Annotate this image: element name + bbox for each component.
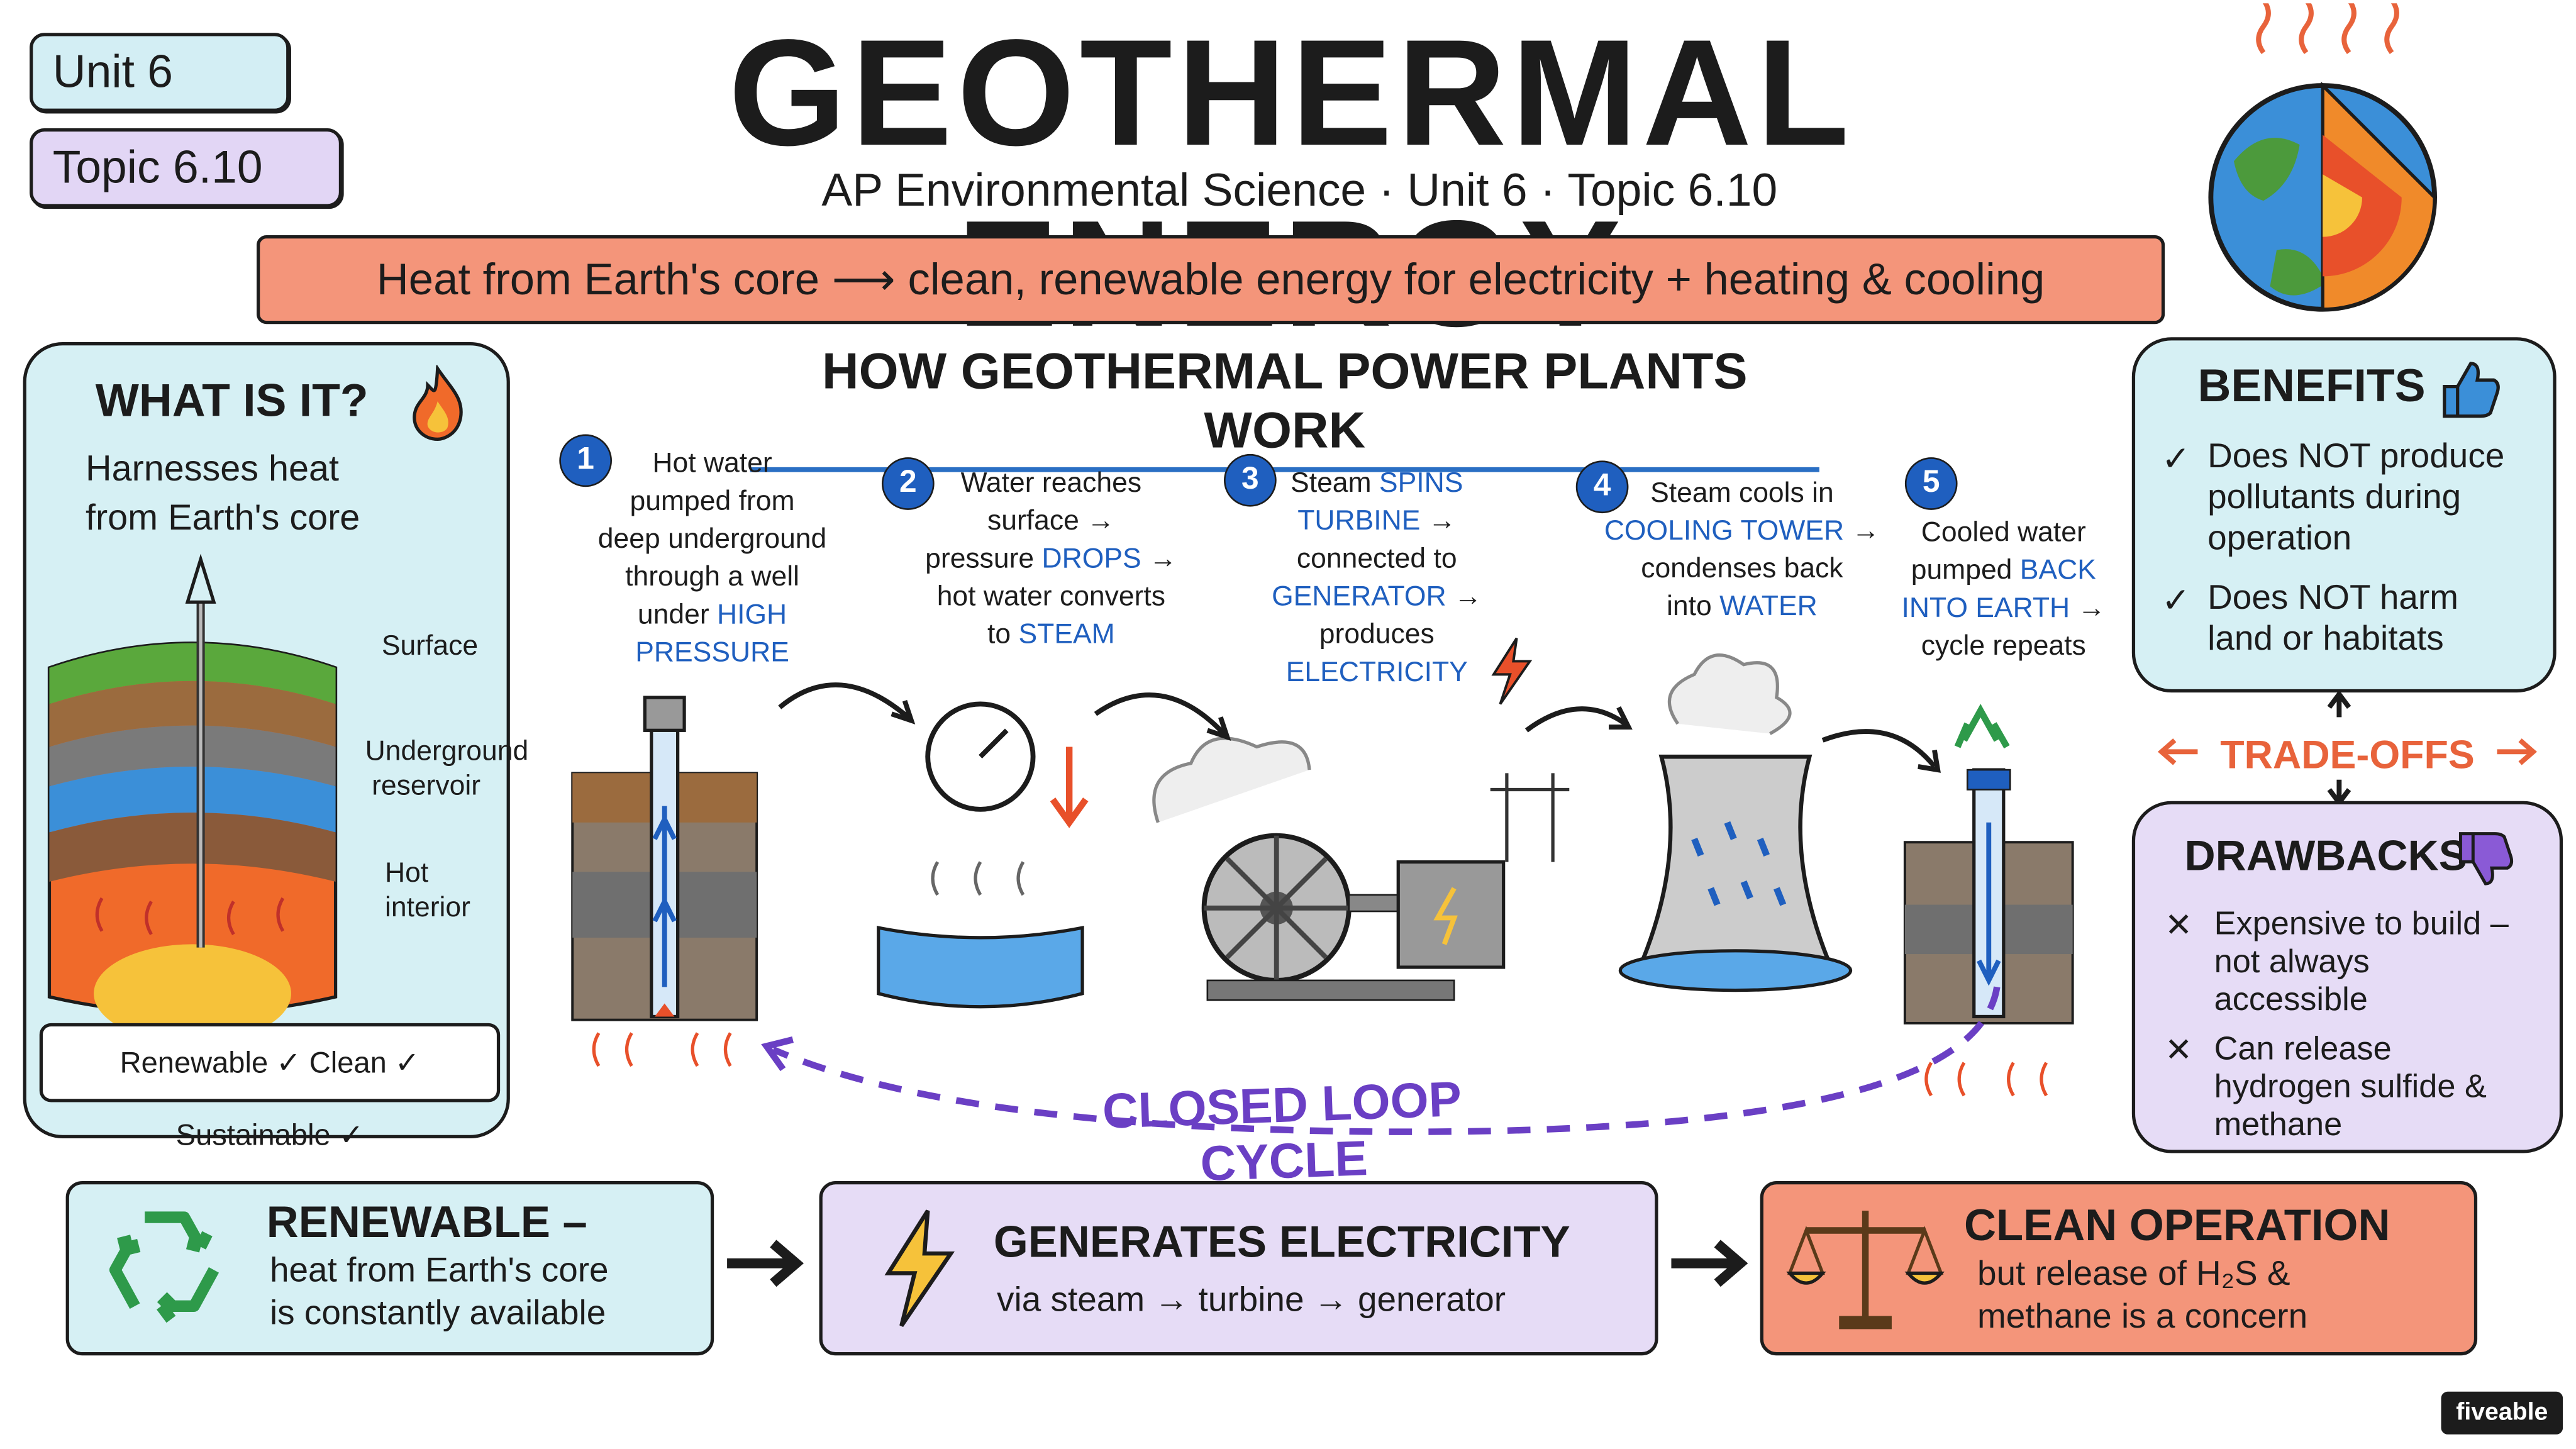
summary-renewable-line-2: is constantly available xyxy=(269,1294,606,1333)
earth-core-icon xyxy=(2208,3,2438,312)
drawbacks-panel: DRAWBACKS ✕ Expensive to build – not alw… xyxy=(2131,801,2563,1153)
benefit-item-2: Does NOT harm land or habitats xyxy=(2207,579,2459,658)
thumbs-up-icon xyxy=(2443,362,2500,418)
summary-renewable-line-1: heat from Earth's core xyxy=(269,1252,609,1290)
unit-tag: Unit 6 xyxy=(30,33,290,112)
step-1-text: Hot water pumped from deep underground t… xyxy=(597,447,827,668)
earth-layers-illustration xyxy=(47,553,338,1030)
topic-tag: Topic 6.10 xyxy=(30,128,343,208)
benefits-panel: BENEFITS ✓ Does NOT produce pollutants d… xyxy=(2131,337,2557,693)
summary-clean-operation: CLEAN OPERATION but release of H₂S & met… xyxy=(1760,1181,2478,1356)
drawback-item-2: Can release hydrogen sulfide & methane xyxy=(2214,1031,2487,1143)
label-surface: Surface xyxy=(381,630,479,662)
brand-logo: fiveable xyxy=(2441,1391,2563,1435)
tradeoff-arrows xyxy=(2157,691,2537,806)
arrow-right-icon xyxy=(1671,1240,1748,1287)
balance-scale-icon xyxy=(1786,1211,1945,1330)
what-is-it-panel: WHAT IS IT? Harnesses heat from Earth's … xyxy=(23,342,528,1152)
step-3-text: Steam SPINS TURBINE → connected to GENER… xyxy=(1272,467,1482,688)
label-reservoir-2: reservoir xyxy=(372,770,481,801)
summary-renewable: RENEWABLE – heat from Earth's core is co… xyxy=(65,1181,714,1356)
step-2-text: Water reaches surface → pressure DROPS →… xyxy=(925,467,1177,650)
pressure-gauge-illustration xyxy=(877,701,1089,1009)
step-5-number: 5 xyxy=(1904,457,1958,510)
step-1-number: 1 xyxy=(559,434,613,487)
summary-clean-title: CLEAN OPERATION xyxy=(1964,1201,2390,1250)
recycle-icon xyxy=(109,1211,219,1323)
lightning-bolt-icon xyxy=(1491,637,1533,705)
what-is-it-text-1: Harnesses heat xyxy=(86,447,340,489)
label-reservoir-1: Underground xyxy=(365,735,529,767)
summary-electricity-line-1: via steam → turbine → generator xyxy=(997,1281,1506,1319)
page-subtitle: AP Environmental Science · Unit 6 · Topi… xyxy=(821,164,1778,216)
benefit-item-1: Does NOT produce pollutants during opera… xyxy=(2207,437,2505,558)
summary-clean-line-1: but release of H₂S & xyxy=(1977,1255,2290,1293)
turbine-generator-illustration xyxy=(1152,736,1570,1001)
production-well-illustration xyxy=(571,696,758,1067)
step-2-number: 2 xyxy=(881,457,935,510)
lightning-bolt-icon xyxy=(884,1209,955,1328)
benefits-title: BENEFITS xyxy=(2197,360,2426,411)
tradeoffs-label: TRADE-OFFS xyxy=(2220,733,2475,779)
drawback-x-2: ✕ xyxy=(2165,1033,2192,1070)
drawback-item-1: Expensive to build – not always accessib… xyxy=(2214,906,2509,1019)
label-hot-2: interior xyxy=(385,891,470,923)
arrow-right-icon xyxy=(727,1240,804,1287)
benefit-check-1: ✓ xyxy=(2161,440,2190,479)
injection-well-illustration xyxy=(1903,704,2074,1097)
step-3-number: 3 xyxy=(1224,453,1277,507)
drawbacks-title: DRAWBACKS xyxy=(2184,830,2468,880)
fire-icon xyxy=(413,365,463,441)
step-5-text: Cooled water pumped BACK INTO EARTH → cy… xyxy=(1901,516,2106,662)
summary-electricity: GENERATES ELECTRICITY via steam → turbin… xyxy=(819,1181,1658,1356)
cooling-tower-illustration xyxy=(1618,653,1853,992)
drawback-x-1: ✕ xyxy=(2165,908,2192,945)
flow-arrows xyxy=(761,682,2001,1135)
thumbs-down-icon xyxy=(2458,832,2514,886)
what-is-it-text-2: from Earth's core xyxy=(86,496,360,538)
step-4-text: Steam cools in COOLING TOWER → condenses… xyxy=(1604,477,1880,622)
summary-clean-line-2: methane is a concern xyxy=(1977,1297,2308,1336)
summary-renewable-title: RENEWABLE – xyxy=(266,1197,587,1247)
summary-banner: Heat from Earth's core ⟶ clean, renewabl… xyxy=(257,235,2165,325)
benefit-check-2: ✓ xyxy=(2161,582,2190,621)
step-4-number: 4 xyxy=(1575,460,1629,514)
how-it-works-title: HOW GEOTHERMAL POWER PLANTS WORK xyxy=(750,342,1819,472)
summary-electricity-title: GENERATES ELECTRICITY xyxy=(993,1217,1570,1267)
what-is-it-title: WHAT IS IT? xyxy=(95,375,369,426)
label-hot-1: Hot xyxy=(385,857,429,889)
attribute-badges: Renewable ✓ Clean ✓ Sustainable ✓ xyxy=(39,1023,501,1152)
